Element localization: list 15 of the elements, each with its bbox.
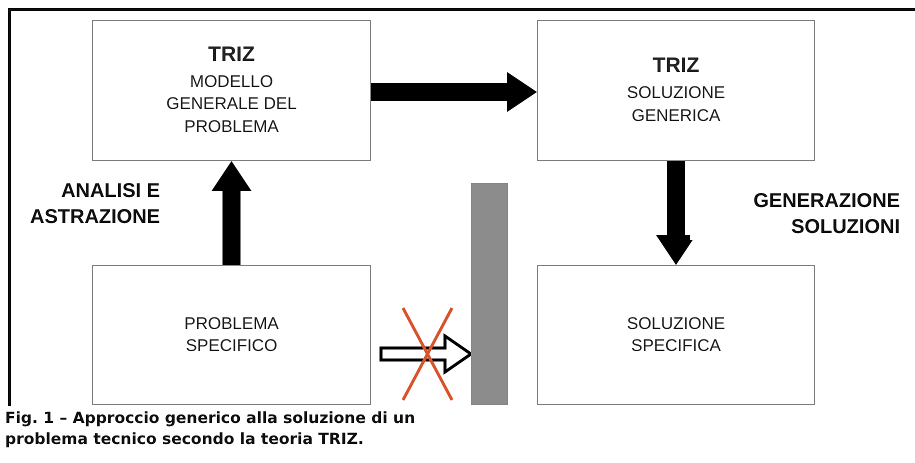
process-box — [537, 20, 815, 161]
hollow-arrow — [380, 333, 474, 375]
process-box — [92, 20, 371, 161]
process-box — [92, 265, 371, 405]
box-text: PROBLEMA SPECIFICO — [183, 312, 280, 357]
box-text: MODELLO GENERALE DEL PROBLEMA — [165, 71, 298, 138]
box-heading: TRIZ — [208, 43, 255, 68]
barrier-bar — [471, 183, 508, 405]
block-arrow — [212, 161, 252, 265]
box-heading: TRIZ — [652, 54, 700, 78]
figure-caption: Fig. 1 – Approccio generico alla soluzione di un problema tecnico secondo la teoria TRIZ. — [5, 408, 416, 450]
box-text: SOLUZIONE SPECIFICA — [626, 312, 726, 357]
block-arrow — [371, 72, 537, 112]
box-text: SOLUZIONE GENERICA — [626, 82, 726, 126]
process-box — [537, 265, 815, 405]
